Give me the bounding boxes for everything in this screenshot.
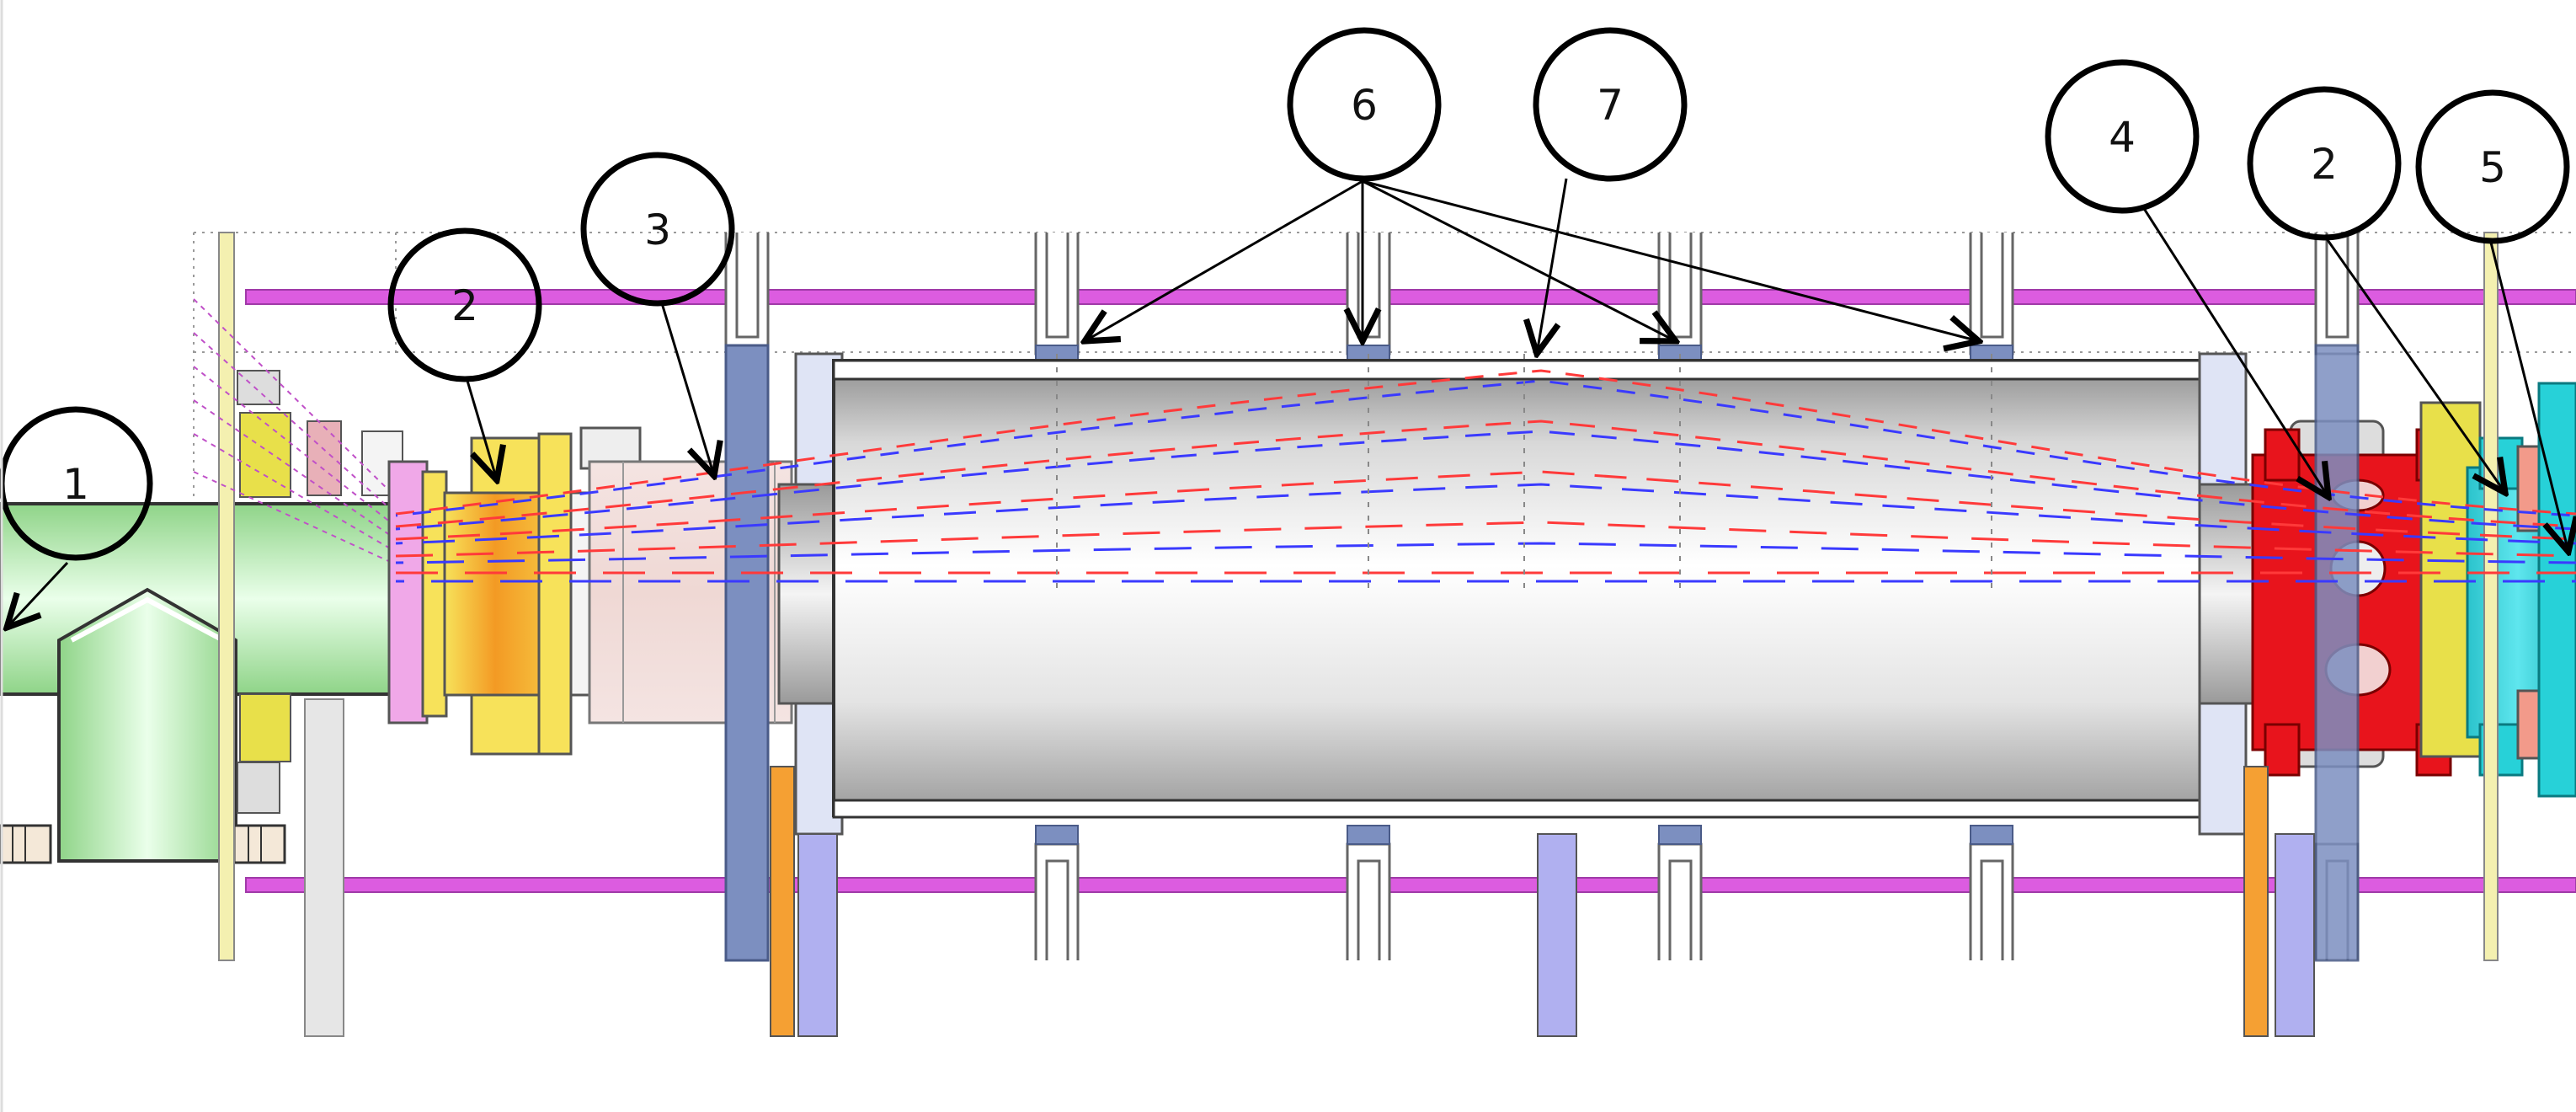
left-green-pipe-assembly <box>0 502 397 864</box>
callout-7: 7 <box>1533 27 1688 182</box>
callout-label: 7 <box>1597 81 1624 130</box>
right-neck-ring <box>2198 483 2260 705</box>
lower-magenta-rod <box>245 877 2576 893</box>
left-diagonal-rays <box>193 298 397 565</box>
left-flange-assembly <box>387 432 606 756</box>
callout-2-left: 2 <box>387 227 542 382</box>
left-lavender-post <box>797 833 838 1037</box>
right-frame-post <box>2483 232 2499 961</box>
callout-6: 6 <box>1287 27 1442 182</box>
left-blue-support <box>724 344 770 962</box>
right-orange-post <box>2243 766 2269 1037</box>
right-lavender-post <box>2275 833 2315 1037</box>
right-blue-support <box>2314 344 2360 962</box>
callout-1-left: 1 <box>0 406 153 561</box>
left-orange-post <box>770 766 795 1037</box>
callout-2-right: 2 <box>2247 86 2402 241</box>
center-lavender-post <box>1537 833 1577 1037</box>
callout-label: 5 <box>2479 143 2506 192</box>
callout-label: 2 <box>451 281 478 330</box>
callout-label: 1 <box>62 460 89 509</box>
callout-label: 4 <box>2109 113 2136 162</box>
main-vacuum-chamber <box>832 359 2212 819</box>
callout-5: 5 <box>2415 89 2570 244</box>
callout-label: 2 <box>2311 140 2338 189</box>
callout-4: 4 <box>2045 59 2200 214</box>
callout-label: 3 <box>644 206 671 254</box>
callout-3: 3 <box>580 152 735 307</box>
callout-label: 6 <box>1351 81 1378 130</box>
callout-leader-lines <box>7 178 2568 628</box>
upper-magenta-rod <box>245 289 2576 305</box>
